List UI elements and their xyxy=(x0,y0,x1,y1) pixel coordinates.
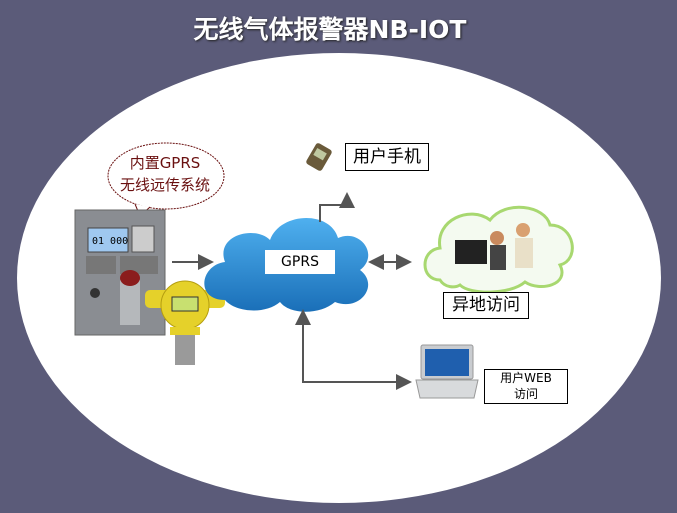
alarm-controller-image: 01 000 xyxy=(74,209,166,336)
phone-label: 用户手机 xyxy=(345,143,429,171)
web-label-line-1: 用户WEB xyxy=(500,371,552,385)
arrow-cloud-to-laptop xyxy=(295,309,412,390)
page-title: 无线气体报警器NB-IOT xyxy=(193,15,467,44)
web-access-label: 用户WEB 访问 xyxy=(484,369,568,404)
remote-access-label: 异地访问 xyxy=(443,292,529,319)
gprs-label: GPRS xyxy=(265,250,335,274)
svg-text:01 000: 01 000 xyxy=(92,236,128,247)
bubble-line-2: 无线远传系统 xyxy=(119,176,210,194)
arrow-cloud-to-phone xyxy=(319,192,355,222)
bubble-text: 内置GPRS 无线远传系统 xyxy=(108,152,222,196)
gas-detector-image xyxy=(145,280,225,365)
remote-office-image xyxy=(423,205,574,294)
laptop-icon xyxy=(415,344,479,399)
bubble-line-1: 内置GPRS xyxy=(129,154,201,172)
web-label-line-2: 访问 xyxy=(513,387,538,401)
phone-icon xyxy=(306,143,332,171)
